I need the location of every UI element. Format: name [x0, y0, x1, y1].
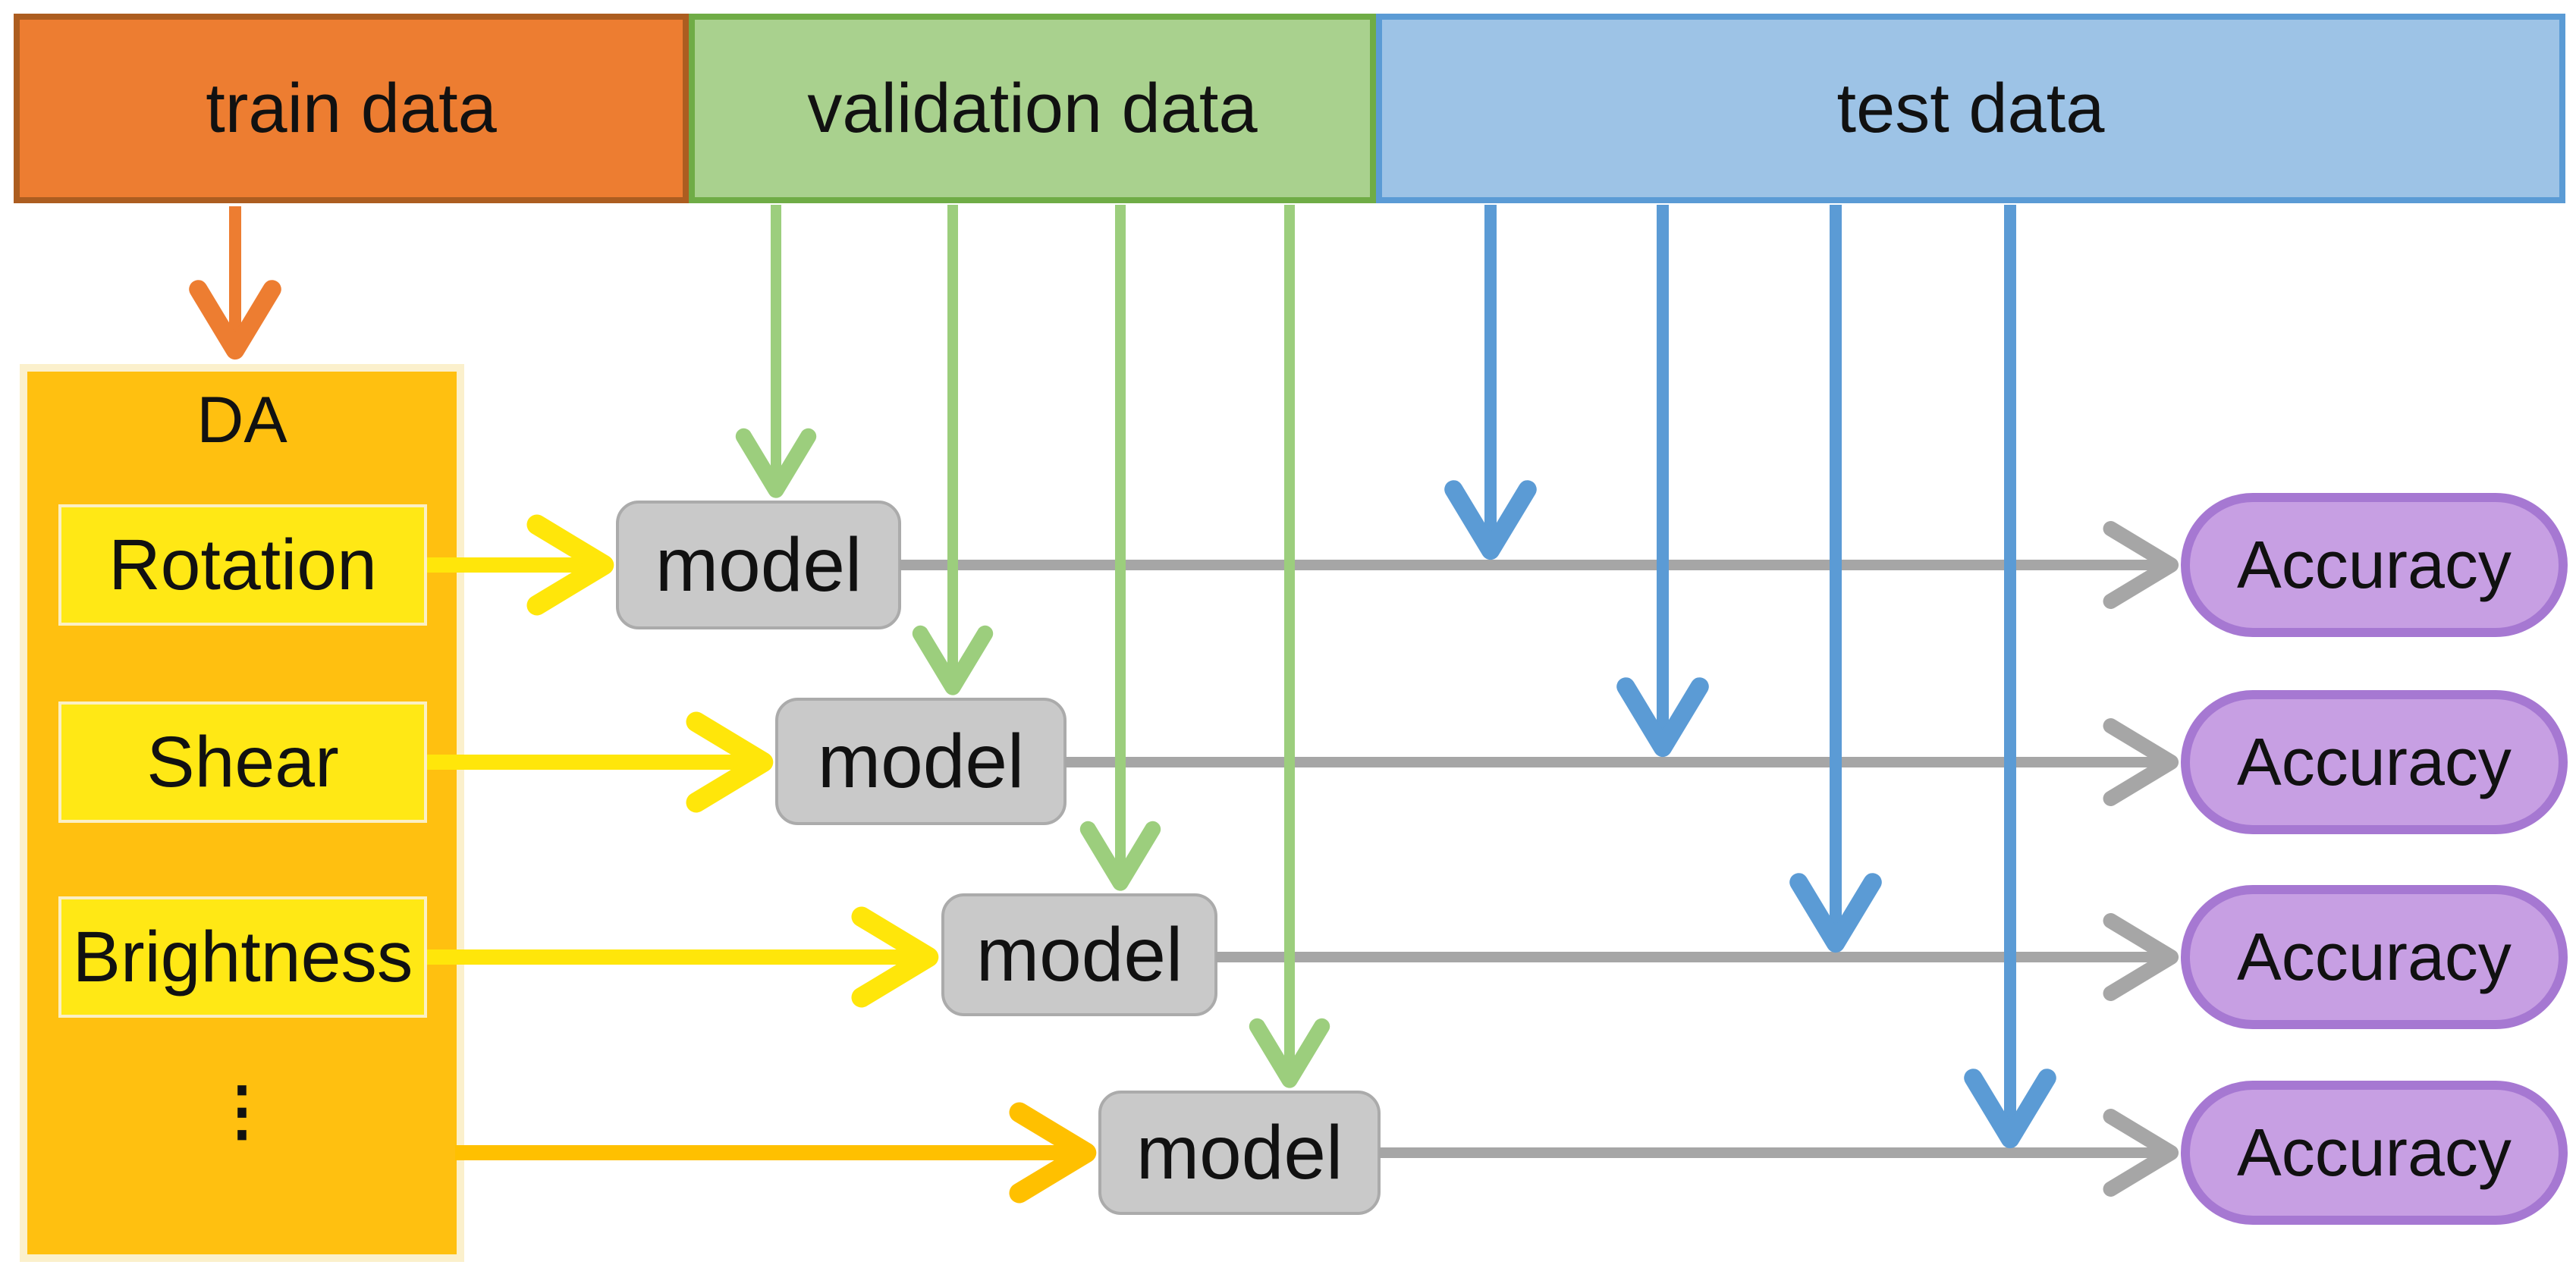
- da-item-rotation: Rotation: [58, 504, 427, 626]
- accuracy-box-2: Accuracy: [2181, 690, 2568, 834]
- accuracy-4-label: Accuracy: [2237, 1115, 2512, 1190]
- train-data-bar: train data: [14, 14, 689, 203]
- model-box-3: model: [941, 893, 1217, 1016]
- accuracy-box-4: Accuracy: [2181, 1081, 2568, 1225]
- da-item-brightness-label: Brightness: [72, 916, 413, 997]
- da-item-rotation-label: Rotation: [108, 524, 377, 605]
- model-3-label: model: [975, 912, 1183, 997]
- model-box-2: model: [775, 698, 1067, 825]
- model-2-label: model: [817, 719, 1025, 804]
- model-4-label: model: [1136, 1110, 1343, 1195]
- da-item-shear-label: Shear: [146, 721, 339, 802]
- accuracy-box-3: Accuracy: [2181, 885, 2568, 1029]
- test-data-bar: test data: [1376, 14, 2565, 203]
- accuracy-box-1: Accuracy: [2181, 493, 2568, 637]
- validation-data-label: validation data: [807, 70, 1258, 147]
- accuracy-2-label: Accuracy: [2237, 724, 2512, 799]
- test-data-label: test data: [1836, 70, 2105, 147]
- accuracy-1-label: Accuracy: [2237, 527, 2512, 602]
- model-box-1: model: [616, 501, 901, 629]
- model-box-4: model: [1098, 1091, 1381, 1215]
- model-1-label: model: [655, 523, 862, 607]
- da-title: DA: [196, 384, 287, 457]
- train-data-label: train data: [206, 70, 497, 147]
- accuracy-3-label: Accuracy: [2237, 919, 2512, 994]
- validation-data-bar: validation data: [689, 14, 1376, 203]
- da-ellipsis: ⋮: [209, 1075, 276, 1147]
- da-item-shear: Shear: [58, 701, 427, 823]
- da-item-brightness: Brightness: [58, 896, 427, 1018]
